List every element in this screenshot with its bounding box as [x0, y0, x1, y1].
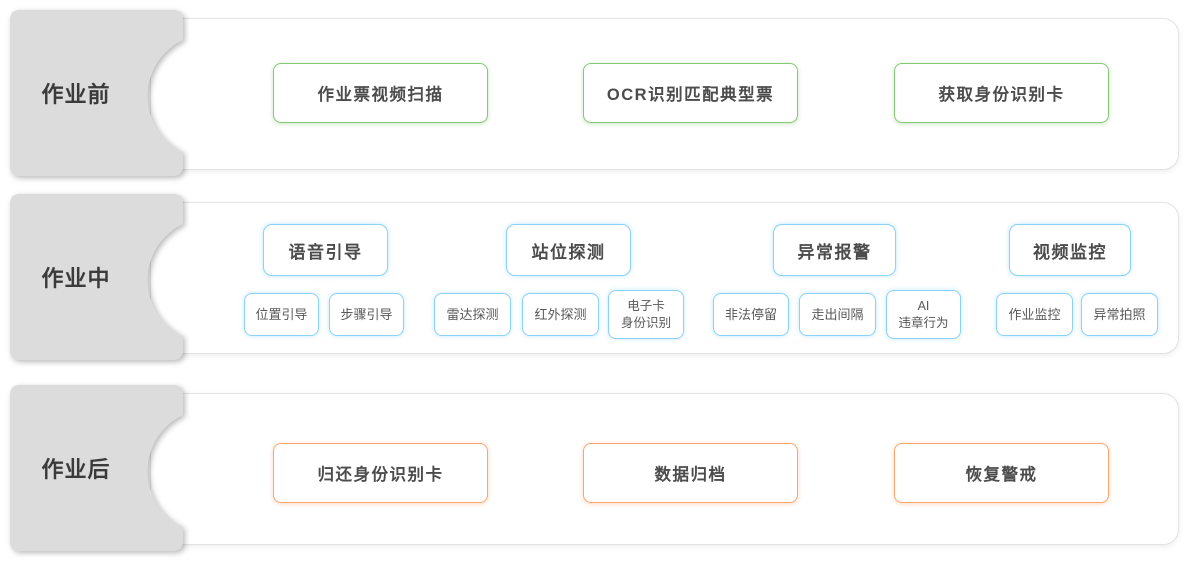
box-get-id-card: 获取身份识别卡	[894, 63, 1109, 123]
sub-ecard-identity: 电子卡 身份识别	[608, 290, 684, 339]
sub-anomaly-photo: 异常拍照	[1081, 293, 1158, 336]
box-return-id-card: 归还身份识别卡	[273, 443, 488, 503]
phase-row-before: 作业票视频扫描 OCR识别匹配典型票 获取身份识别卡 作业前	[10, 10, 1190, 176]
header-position-detection: 站位探测	[506, 224, 631, 276]
phase-tab-label: 作业中	[41, 266, 111, 291]
box-data-archive: 数据归档	[583, 443, 798, 503]
tab-notch-shape	[10, 194, 183, 360]
sub-illegal-stay: 非法停留	[713, 293, 789, 336]
box-restore-alert: 恢复警戒	[894, 443, 1109, 503]
phase-row-after: 归还身份识别卡 数据归档 恢复警戒 作业后	[10, 385, 1190, 551]
sub-step-guidance: 步骤引导	[329, 293, 404, 336]
phase-tab-label: 作业前	[41, 82, 111, 107]
sub-leave-interval: 走出间隔	[799, 293, 876, 336]
tab-notch-shape	[10, 385, 183, 551]
sub-work-monitoring: 作业监控	[996, 293, 1073, 336]
phase-tab-after: 作业后	[10, 385, 183, 551]
phase-tab-before: 作业前	[10, 10, 183, 176]
phase-panel-during: 语音引导 站位探测 异常报警 视频监控 位置引导 步骤引导 雷达探测 红外探测 …	[150, 202, 1179, 354]
phase-tab-label: 作业后	[41, 457, 111, 482]
phase-panel-after: 归还身份识别卡 数据归档 恢复警戒	[150, 393, 1179, 545]
sub-location-guidance: 位置引导	[244, 293, 319, 336]
phase-row-during: 语音引导 站位探测 异常报警 视频监控 位置引导 步骤引导 雷达探测 红外探测 …	[10, 194, 1190, 360]
sub-infrared-detection: 红外探测	[522, 293, 599, 336]
header-video-monitoring: 视频监控	[1009, 224, 1131, 276]
phase-panel-before: 作业票视频扫描 OCR识别匹配典型票 获取身份识别卡	[150, 18, 1179, 170]
box-ticket-video-scan: 作业票视频扫描	[273, 63, 488, 123]
sub-ai-violation: AI 违章行为	[886, 290, 961, 339]
box-ocr-match-typical-ticket: OCR识别匹配典型票	[583, 63, 798, 123]
sub-radar-detection: 雷达探测	[434, 293, 511, 336]
header-anomaly-alarm: 异常报警	[773, 224, 896, 276]
tab-notch-shape	[10, 10, 183, 176]
header-voice-guidance: 语音引导	[263, 224, 388, 276]
phase-tab-during: 作业中	[10, 194, 183, 360]
